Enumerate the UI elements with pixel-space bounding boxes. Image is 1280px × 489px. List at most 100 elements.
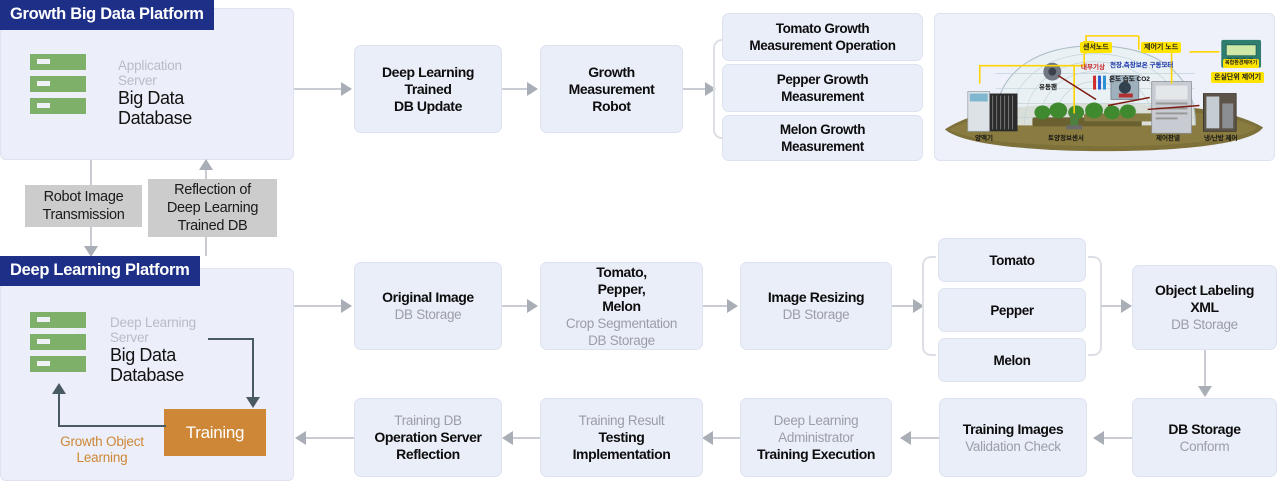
box-crop-tomato[interactable]: Tomato	[938, 238, 1086, 282]
connector-testing-to-opserver-arrow	[502, 431, 513, 445]
box-subtitle: Training Result	[578, 413, 665, 428]
bracket-crop-branch-left	[922, 256, 936, 356]
panel-title-growth-big-data-platform: Growth Big Data Platform	[0, 0, 214, 30]
box-title: Testing Implementation	[572, 429, 671, 462]
box-subtitle: Deep Learning Administrator	[773, 413, 859, 445]
connector-top-out-arrow	[341, 82, 352, 96]
box-subtitle: Validation Check	[965, 438, 1061, 454]
greenhouse-label-control-panel: 제어판넬	[1156, 135, 1180, 142]
greenhouse-label-nutrient-machine: 양액기	[975, 135, 993, 142]
connector-top-out-line	[294, 88, 342, 90]
box-title: Training Images	[962, 420, 1064, 437]
box-title: DB Storage	[1168, 420, 1241, 437]
training-return-up-line	[58, 392, 60, 426]
connector-trainimg-to-exec-line	[905, 437, 939, 439]
panel-title-deep-learning-platform: Deep Learning Platform	[0, 256, 200, 286]
server-label-big-data-database: Big Data Database	[118, 88, 192, 128]
box-object-labeling-xml[interactable]: Object Labeling XML DB Storage	[1132, 265, 1277, 350]
box-title: Operation Server Reflection	[374, 429, 482, 462]
box-image-resizing[interactable]: Image Resizing DB Storage	[740, 262, 892, 350]
connector-labeling-to-dbstorage-arrow	[1198, 386, 1212, 397]
box-crop-melon[interactable]: Melon	[938, 338, 1086, 382]
training-loop-top-line	[208, 338, 254, 340]
box-title: Object Labeling XML	[1154, 282, 1254, 315]
connector-dl-out-arrow	[341, 299, 352, 313]
box-operation-server-reflection[interactable]: Training DB Operation Server Reflection	[354, 398, 502, 477]
connector-labeling-to-dbstorage-line	[1204, 350, 1206, 390]
server-rack-icon	[30, 54, 86, 114]
box-title: Melon	[993, 352, 1031, 368]
note-robot-image-transmission: Robot Image Transmission	[25, 185, 142, 227]
box-title: Tomato	[989, 252, 1035, 268]
box-training-execution[interactable]: Deep Learning Administrator Training Exe…	[740, 398, 892, 477]
bracket-crop-branch-right	[1088, 256, 1102, 356]
box-pepper-growth-measurement[interactable]: Pepper Growth Measurement	[722, 64, 923, 112]
box-tomato-growth-measurement-operation[interactable]: Tomato Growth Measurement Operation	[722, 13, 923, 61]
connector-crop-to-resize-arrow	[727, 299, 738, 313]
connector-cropbranch-to-labeling-arrow	[1121, 299, 1132, 313]
connector-dbstorage-to-trainimg-line	[1098, 437, 1132, 439]
bracket-measurement-branch	[713, 39, 727, 139]
box-title: Pepper	[990, 302, 1034, 318]
greenhouse-label-circulation-fan: 유동팬	[1039, 84, 1057, 91]
training-loop-down-line	[252, 338, 254, 400]
connector-cropbranch-to-labeling-line	[1101, 305, 1123, 307]
box-testing-implementation[interactable]: Training Result Testing Implementation	[540, 398, 703, 477]
box-training-images-validation-check[interactable]: Training Images Validation Check	[939, 398, 1087, 477]
connector-trainimg-to-exec-arrow	[900, 431, 911, 445]
connector-robot-to-branch-arrow	[705, 82, 716, 96]
connector-trained-to-robot-line	[502, 88, 528, 90]
box-subtitle: Conform	[1179, 438, 1230, 454]
box-title: Training Execution	[756, 446, 876, 462]
connector-testing-to-opserver-line	[507, 437, 540, 439]
connector-opserver-to-platform-arrow	[295, 431, 306, 445]
connector-resize-to-cropbranch-line	[892, 305, 914, 307]
connector-exec-to-testing-arrow	[702, 431, 713, 445]
box-title: Melon Growth Measurement	[779, 122, 866, 154]
connector-original-to-crop-arrow	[527, 299, 538, 313]
box-subtitle: DB Storage	[1171, 317, 1238, 332]
box-title: Image Resizing	[767, 289, 865, 305]
training-return-line	[58, 425, 166, 427]
box-title: Tomato, Pepper, Melon	[596, 263, 647, 314]
box-crop-pepper[interactable]: Pepper	[938, 288, 1086, 332]
server-rack-icon-deep-learning	[30, 312, 86, 372]
greenhouse-badge-sensor-node: 센서노드	[1080, 42, 1112, 53]
connector-original-to-crop-line	[502, 305, 528, 307]
greenhouse-badge-composite-env-controller: 복합환경제어기	[1223, 59, 1260, 68]
greenhouse-smart-farm-illustration: 센서노드 제어기 노드 온실단위 제어기 복합환경제어기 내부기상 천장,측창보…	[934, 13, 1275, 161]
box-db-storage-conform[interactable]: DB Storage Conform	[1132, 398, 1277, 477]
greenhouse-label-cooling-heating-control: 냉/난방 제어	[1204, 135, 1238, 142]
training-return-arrow	[52, 383, 66, 394]
box-title: Pepper Growth Measurement	[776, 72, 869, 104]
box-original-image[interactable]: Original Image DB Storage	[354, 262, 502, 350]
box-title: Original Image	[382, 289, 474, 305]
box-title: Deep Learning Trained DB Update	[381, 63, 475, 114]
greenhouse-badge-greenhouse-unit-controller: 온실단위 제어기	[1211, 72, 1265, 83]
training-caption-growth-object-learning: Growth Object Learning	[60, 434, 144, 465]
server-sublabel-deep-learning-server: Deep Learning Server	[110, 315, 196, 345]
training-box[interactable]: Training	[164, 409, 266, 456]
connector-exec-to-testing-line	[707, 437, 740, 439]
connector-robot-image-arrow	[84, 246, 98, 257]
box-subtitle: DB Storage	[394, 307, 462, 322]
connector-trained-to-robot-arrow	[527, 82, 538, 96]
box-deep-learning-trained-db-update[interactable]: Deep Learning Trained DB Update	[354, 45, 502, 133]
box-title: Growth Measurement Robot	[568, 63, 655, 114]
connector-reflection-arrow	[199, 159, 213, 170]
box-tomato-pepper-melon-crop-segmentation[interactable]: Tomato, Pepper, Melon Crop Segmentation …	[540, 262, 703, 350]
greenhouse-label-internal-weather: 내부기상	[1081, 64, 1105, 71]
greenhouse-label-temp-humidity-co2: 온도 습도 CO2	[1109, 76, 1150, 83]
box-subtitle: DB Storage	[782, 307, 850, 322]
box-growth-measurement-robot[interactable]: Growth Measurement Robot	[540, 45, 683, 133]
box-title: Tomato Growth Measurement Operation	[749, 21, 896, 53]
connector-opserver-to-platform-line	[306, 437, 354, 439]
greenhouse-badge-controller-node: 제어기 노드	[1141, 42, 1182, 53]
box-melon-growth-measurement[interactable]: Melon Growth Measurement	[722, 115, 923, 161]
training-loop-down-arrow	[246, 397, 260, 408]
box-subtitle: Training DB	[394, 413, 462, 428]
note-reflection-deep-learning-trained-db: Reflection of Deep Learning Trained DB	[148, 179, 277, 237]
greenhouse-label-ceiling-side-window-motor: 천장,측창보온 구동모터	[1110, 62, 1174, 69]
box-subtitle: Crop Segmentation DB Storage	[565, 315, 678, 348]
